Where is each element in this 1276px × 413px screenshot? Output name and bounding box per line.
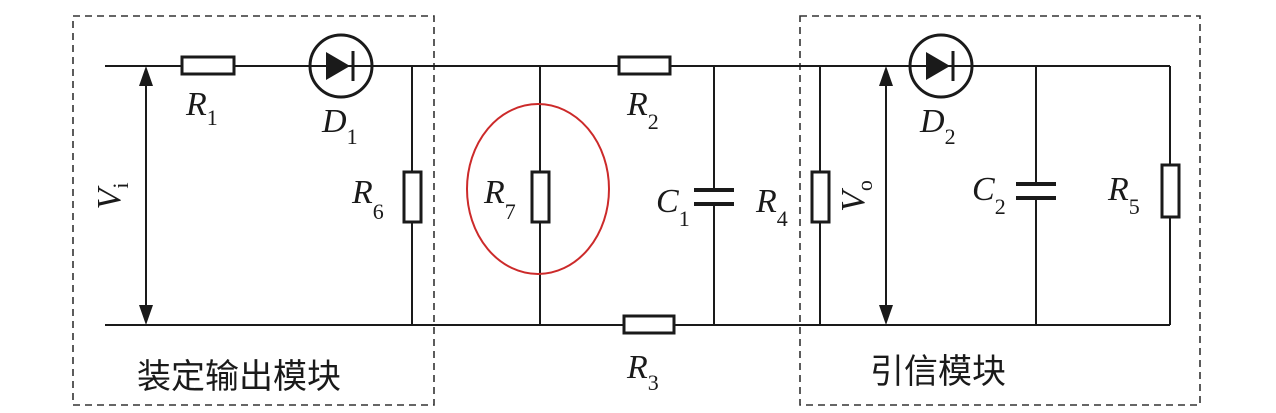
label-r2: R2 (626, 86, 659, 134)
label-d1: D1 (321, 103, 358, 149)
resistor-r6 (402, 170, 423, 224)
label-r4: R4 (755, 183, 788, 231)
label-r6: R6 (351, 174, 384, 224)
highlight-ellipse (466, 103, 610, 275)
output-module-box (72, 15, 435, 406)
resistor-r1 (180, 55, 236, 76)
resistor-r3 (622, 314, 676, 335)
capacitor-c1 (694, 188, 734, 206)
fuse-module-box (799, 15, 1201, 406)
diode-d1 (308, 33, 374, 99)
fuse-module-caption: 引信模块 (870, 352, 1006, 392)
diode-d2 (908, 33, 974, 99)
capacitor-c2 (1016, 182, 1056, 200)
voltage-arrow-vi (139, 66, 153, 325)
output-module-caption: 装定输出模块 (137, 357, 341, 397)
label-vo: Vo (835, 180, 877, 212)
label-c1: C1 (656, 183, 690, 231)
resistor-r2 (617, 55, 672, 76)
label-r3: R3 (626, 349, 659, 395)
label-r7: R7 (483, 174, 516, 224)
label-c2: C2 (972, 171, 1006, 219)
resistor-r5 (1160, 163, 1181, 219)
label-r5: R5 (1107, 171, 1140, 219)
label-vi: Vi (91, 183, 133, 210)
voltage-arrow-vo (879, 66, 893, 325)
resistor-r7 (530, 170, 551, 224)
label-d2: D2 (919, 103, 956, 149)
resistor-r4 (810, 170, 831, 224)
label-r1: R1 (185, 86, 218, 130)
